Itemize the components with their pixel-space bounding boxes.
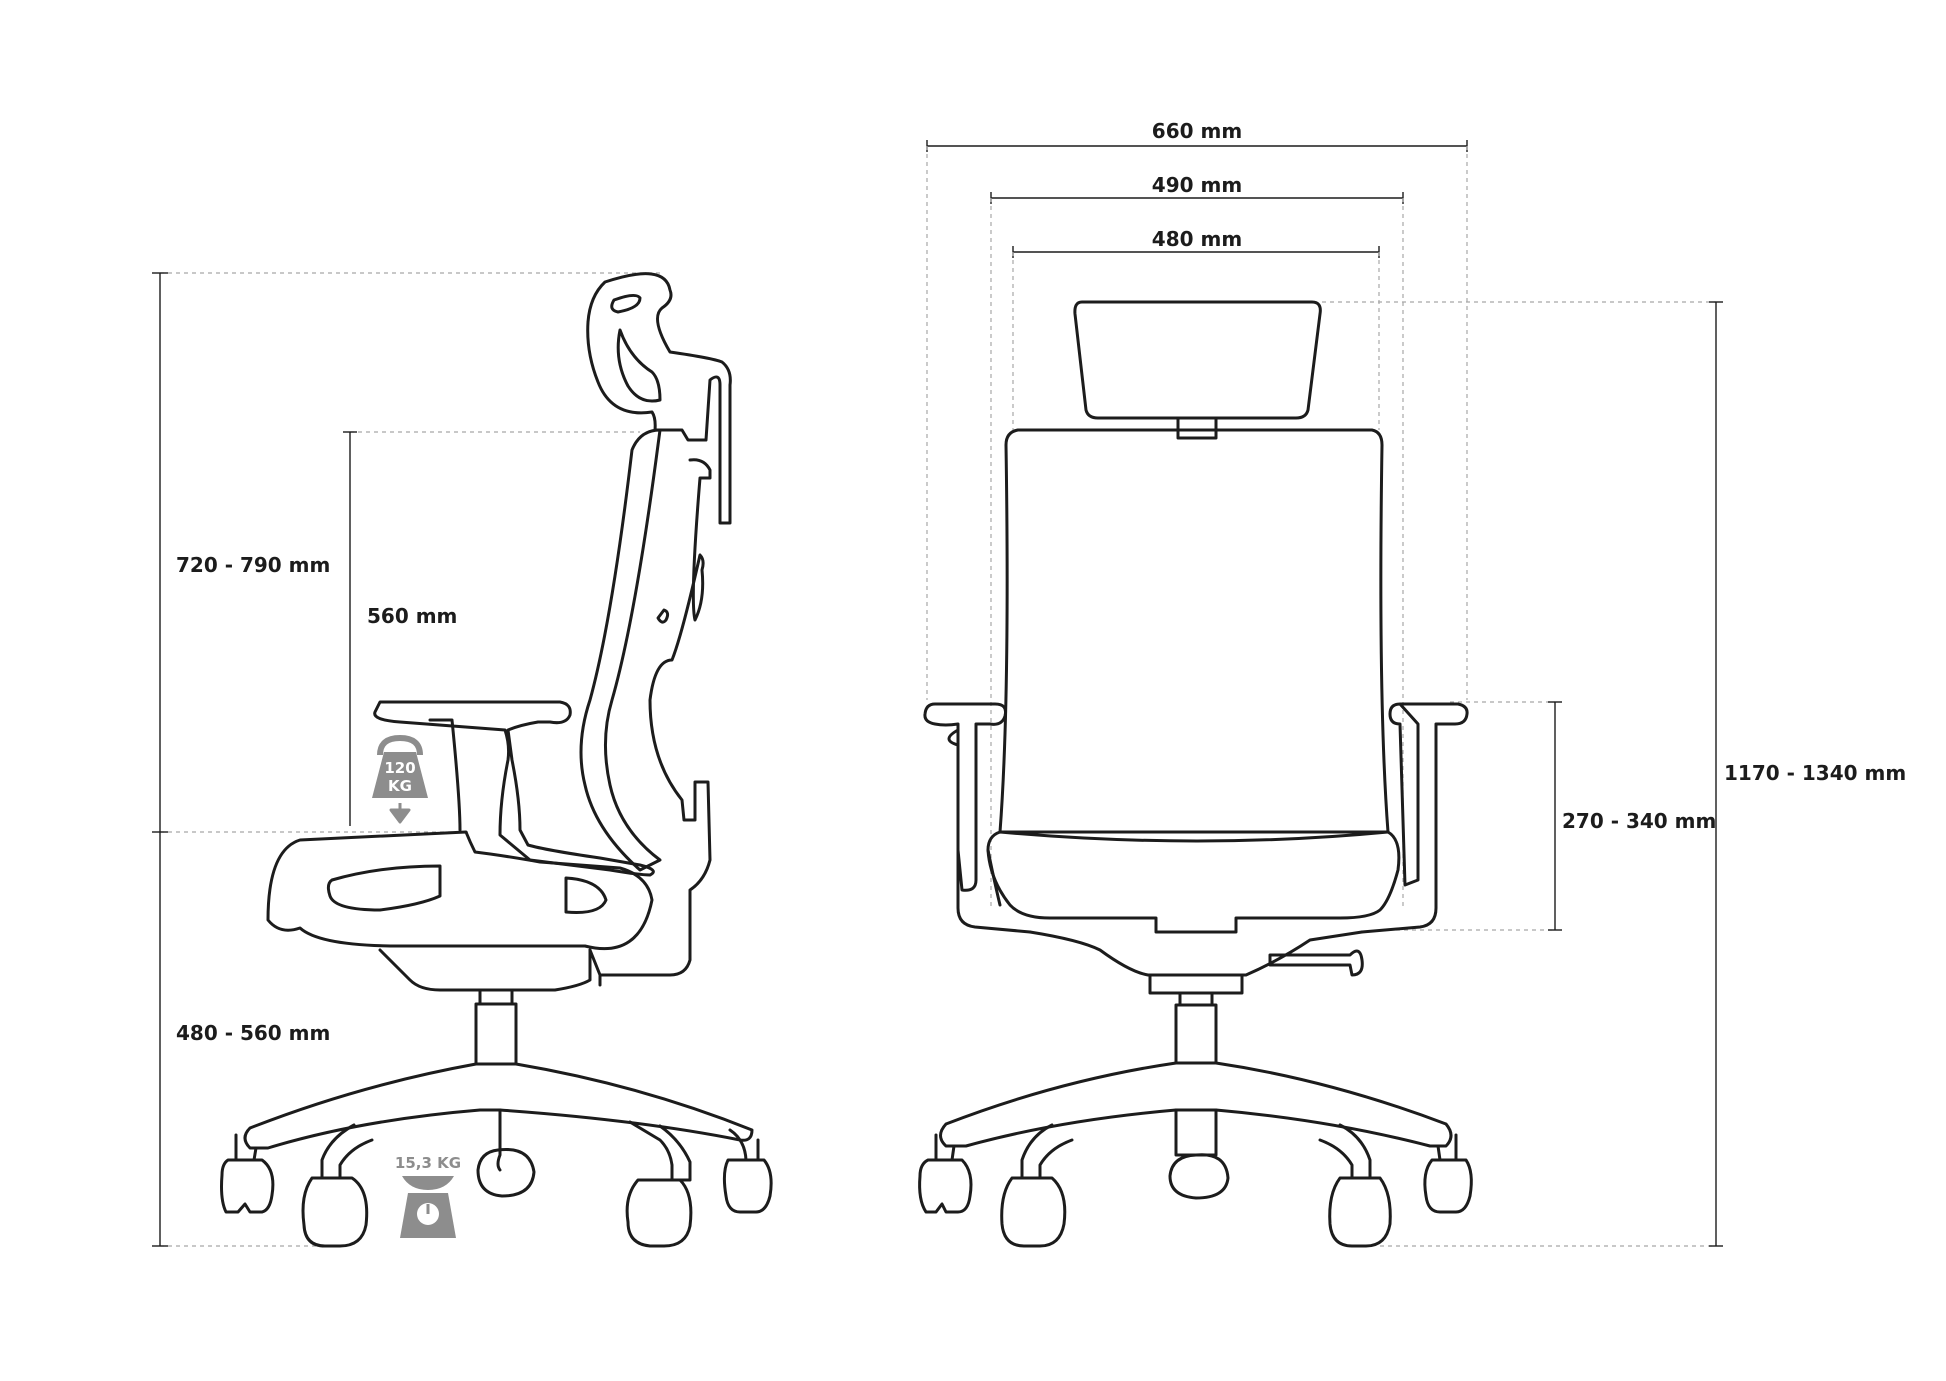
side-backrest-frame	[579, 428, 662, 872]
weight-icon	[377, 734, 423, 756]
down-arrow-icon	[389, 803, 411, 824]
side-gas-lift	[474, 1002, 518, 1066]
front-seat	[986, 830, 1401, 934]
side-view-chair: 720 - 790 mm 560 mm 480 - 560 mm	[152, 272, 773, 1248]
front-lever	[1268, 949, 1364, 977]
side-caster	[301, 1176, 369, 1248]
side-seat-height-label: 480 - 560 mm	[176, 1021, 330, 1045]
chair-weight-value: 15,3 KG	[395, 1154, 461, 1172]
front-gas-lift	[1174, 1003, 1218, 1065]
max-load-unit: KG	[388, 777, 412, 795]
max-load-value: 120	[384, 759, 415, 777]
chair-weight-badge: 15,3 KG	[395, 1154, 461, 1238]
front-armrest-left	[923, 702, 1007, 892]
front-base	[939, 1061, 1453, 1148]
front-armrest-right	[1360, 702, 1469, 934]
side-headrest	[586, 272, 732, 525]
front-caster	[1168, 1153, 1230, 1200]
side-caster	[722, 1158, 773, 1214]
side-seat	[266, 830, 654, 951]
seat-width-label: 480 mm	[1152, 227, 1242, 251]
front-headrest	[1073, 300, 1322, 420]
front-caster	[1423, 1158, 1473, 1214]
overall-width-label: 660 mm	[1152, 119, 1242, 143]
max-load-badge: 120 KG	[372, 734, 428, 824]
front-caster	[1000, 1176, 1067, 1248]
front-backrest	[998, 428, 1390, 834]
side-total-height-label: 720 - 790 mm	[176, 553, 330, 577]
front-total-height-label: 1170 - 1340 mm	[1724, 761, 1906, 785]
side-caster	[476, 1147, 536, 1198]
side-armrest	[373, 700, 655, 877]
backrest-width-label: 490 mm	[1152, 173, 1242, 197]
side-caster	[625, 1178, 693, 1248]
front-caster	[1328, 1176, 1392, 1248]
side-caster	[220, 1158, 275, 1214]
side-backrest-height-label: 560 mm	[367, 604, 457, 628]
front-view-chair: 660 mm 490 mm 480 mm 270 - 340 mm 1170 -…	[918, 119, 1906, 1248]
armrest-height-label: 270 - 340 mm	[1562, 809, 1716, 833]
front-caster	[918, 1158, 973, 1214]
